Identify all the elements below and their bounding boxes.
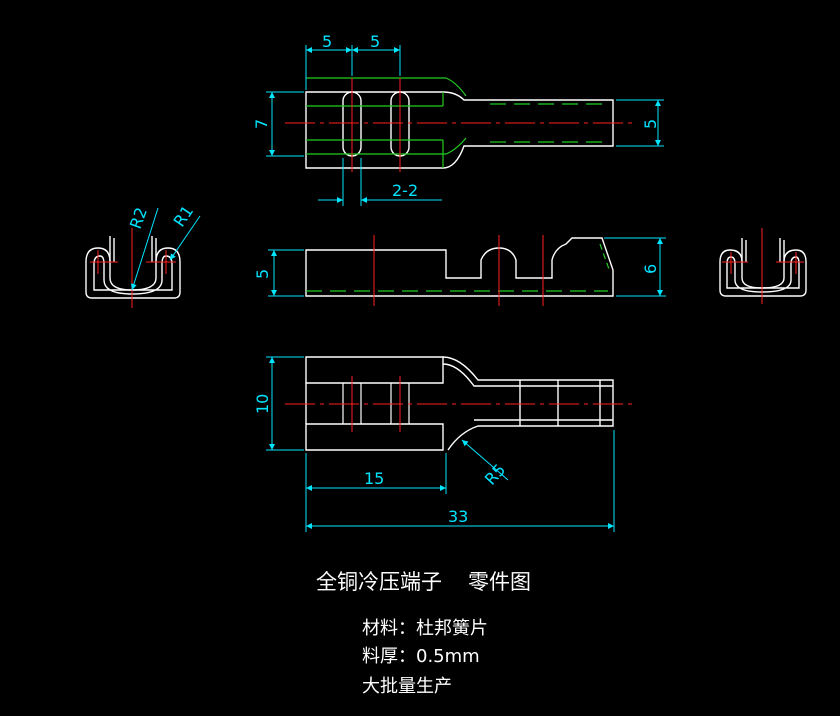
side-view-dimensions: [268, 237, 666, 297]
dim-bend-radius: R5: [481, 460, 509, 489]
side-view: [268, 235, 666, 306]
bottom-view-centerlines: [285, 376, 636, 432]
note-material: 材料：杜邦簧片: [362, 618, 488, 639]
dim-slot-pitch-2: 5: [370, 32, 380, 51]
left-end-view: [85, 207, 201, 308]
drawing-type: 零件图: [468, 570, 531, 594]
dim-tongue-width: 5: [641, 119, 660, 129]
dim-total-length: 33: [448, 507, 468, 526]
top-view: [266, 45, 664, 206]
part-name: 全铜冷压端子: [316, 570, 442, 594]
top-view-hidden: [306, 77, 610, 168]
note-thickness: 料厚：0.5mm: [362, 646, 480, 667]
right-end-view: [719, 228, 807, 304]
dim-bottom-height: 10: [253, 394, 272, 414]
dim-barrel-length: 15: [364, 469, 384, 488]
bottom-view-dimensions: [266, 356, 615, 532]
note-production: 大批量生产: [362, 676, 452, 697]
bottom-view: [266, 356, 636, 532]
dim-radius-outer: R2: [126, 205, 151, 232]
top-view-centerlines: [285, 78, 636, 172]
dim-side-height-left: 5: [253, 269, 272, 279]
top-view-dimensions: [266, 45, 664, 206]
dim-side-height-right: 6: [641, 264, 660, 274]
side-view-hidden: [306, 243, 611, 292]
side-view-centerlines: [373, 235, 544, 306]
bottom-view-outline: [305, 356, 614, 451]
drawing-title: 全铜冷压端子 零件图: [316, 566, 531, 596]
side-view-outline: [305, 237, 614, 297]
dim-top-height: 7: [252, 119, 271, 129]
dim-slot-pitch-1: 5: [322, 32, 332, 51]
dim-slot-gap: 2-2: [392, 181, 418, 200]
